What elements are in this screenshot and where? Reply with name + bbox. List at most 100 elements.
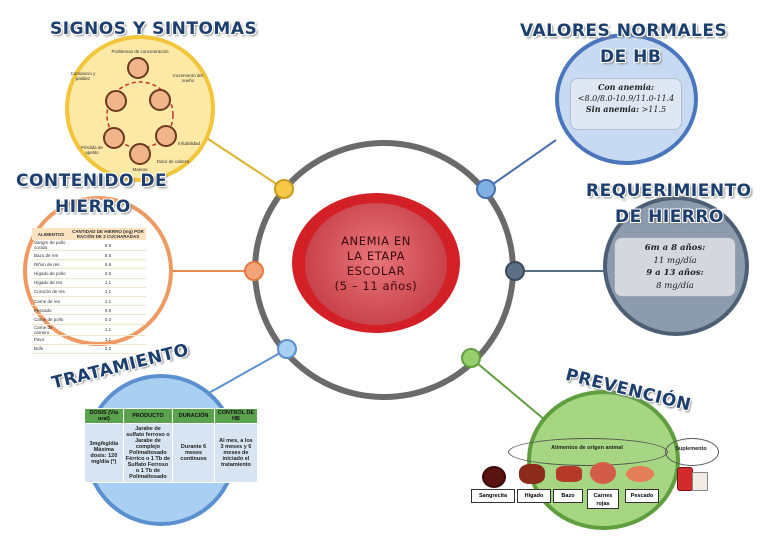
iron-food: Carne de res (32, 296, 70, 307)
requerimiento-panel: 6m a 8 años: 11 mg/día 9 a 13 años: 8 mg… (614, 237, 736, 297)
iron-content-table: ALIMENTOS CANTIDAD DE HIERRO (mg) POR RA… (32, 228, 146, 354)
child-face-icon (103, 127, 125, 149)
node-contenido[interactable] (244, 261, 264, 281)
symptom-label-sueno: Incremento del sueño (173, 73, 203, 83)
requerimiento-heading-line-1: REQUERIMIENTO (586, 181, 752, 201)
suplemento-label: Suplemento (675, 446, 707, 452)
connector-prevencion (470, 357, 546, 421)
connector-tratamiento (199, 348, 288, 399)
symptom-label-concentracion: Problemas de concentración (111, 49, 169, 54)
iron-amount: 0.3 (69, 314, 146, 325)
child-face-icon (127, 57, 149, 79)
child-face-icon (149, 89, 171, 111)
valores-panel: Con anemia: <8.0/8.0-10.9/11.0-11.4 Sin … (570, 78, 682, 130)
child-face-icon (129, 143, 151, 165)
center-core[interactable]: ANEMIA EN LA ETAPA ESCOLAR (5 – 11 años) (305, 203, 447, 325)
iron-amount: 1.1 (69, 278, 146, 288)
valores-heading-line-2: DE HB (600, 47, 662, 67)
suplemento-bottle-icon (677, 467, 693, 491)
treatment-control: Al mes, a los 3 meses y 6 meses de inici… (213, 423, 259, 483)
table-row: 3mg/kg/día Máxima dosis: 120 mg/día (*) … (84, 423, 259, 483)
signos-illustration: Problemas de concentración Cansancio y p… (65, 35, 215, 182)
food-label-carnes: Carnes rojas (587, 489, 619, 509)
iron-col-cantidad: CANTIDAD DE HIERRO (mg) POR RACIÓN DE 2 … (69, 228, 146, 240)
node-tratamiento[interactable] (277, 339, 297, 359)
valores-heading-line-1: VALORES NORMALES (520, 21, 728, 41)
iron-food: Sangre de pollo cocida (32, 240, 70, 251)
symptom-label-irritabilidad: Irritabilidad (177, 141, 200, 146)
iron-amount: 8.5 (69, 250, 146, 261)
connector-valores (485, 139, 557, 190)
iron-food: Pescado (32, 305, 70, 316)
iron-food: Corazón de res (32, 287, 70, 297)
treatment-producto: Jarabe de sulfato ferroso o Jarabe de co… (122, 423, 174, 483)
food-label-higado: Hígado (517, 489, 551, 503)
iron-amount: 1.1 (69, 324, 146, 336)
node-valores[interactable] (476, 179, 496, 199)
node-signos[interactable] (274, 179, 294, 199)
food-higado-image (519, 464, 545, 484)
iron-food: Riñon de res (32, 259, 70, 270)
treatment-duracion: Durante 6 meses continuos (172, 423, 215, 483)
food-pescado-image (626, 466, 654, 482)
treatment-col-producto: PRODUCTO (122, 408, 174, 424)
iron-food: Hígado de pollo (32, 268, 70, 279)
food-sangrecita-image (482, 466, 506, 488)
symptom-label-cefalea: Dolor de cabeza (156, 159, 190, 164)
requerimiento-line-3: 9 a 13 años: (646, 268, 704, 278)
center-title-line-3: ESCOLAR (346, 264, 406, 278)
node-requerimiento[interactable] (505, 261, 525, 281)
requerimiento-line-4: 8 mg/día (656, 280, 694, 291)
iron-food: Pavo (32, 335, 70, 345)
center-title-line-2: LA ETAPA (346, 249, 406, 263)
treatment-dosis: 3mg/kg/día Máxima dosis: 120 mg/día (*) (84, 423, 124, 483)
requerimiento-line-2: 11 mg/día (653, 255, 697, 266)
iron-amount: 1.1 (69, 287, 146, 297)
iron-amount: 2.6 (69, 268, 146, 279)
prevencion-group-label: Alimentos de origen animal (551, 445, 623, 451)
iron-food: Carne de pollo (32, 314, 70, 325)
food-label-bazo: Bazo (553, 489, 583, 503)
signos-heading: SIGNOS Y SINTOMAS (50, 19, 258, 39)
node-prevencion[interactable] (461, 348, 481, 368)
iron-food: Bazo de res (32, 250, 70, 261)
treatment-col-control: CONTROL DE HB (213, 408, 259, 424)
food-label-sangrecita: Sangrecita (471, 489, 515, 503)
symptom-label-mareos: Mareos (132, 167, 148, 172)
center-title-line-1: ANEMIA EN (341, 234, 411, 248)
valores-con-value: <8.0/8.0-10.9/11.0-11.4 (577, 94, 675, 103)
iron-food: Bofe (32, 344, 70, 354)
iron-amount: 2.2 (69, 344, 146, 354)
child-face-icon (155, 125, 177, 147)
iron-amount: 1.1 (69, 335, 146, 345)
food-carnes-image (590, 462, 616, 484)
food-bazo-image (556, 466, 582, 482)
suplemento-ellipse (665, 438, 719, 466)
contenido-heading-line-2: HIERRO (55, 197, 131, 217)
iron-amount: 8.9 (69, 240, 146, 251)
iron-amount: 0.9 (69, 305, 146, 316)
contenido-heading-line-1: CONTENIDO DE (16, 171, 168, 191)
child-face-icon (105, 90, 127, 112)
iron-food: Hígado de res (32, 278, 70, 288)
prevencion-group-ellipse (508, 438, 668, 466)
iron-col-alimentos: ALIMENTOS (32, 228, 70, 240)
valores-sin-label: Sin anemia: (585, 104, 640, 114)
suplemento-box-icon (692, 472, 708, 491)
requerimiento-heading-line-2: DE HIERRO (615, 207, 724, 227)
center-title-line-4: (5 – 11 años) (334, 279, 418, 293)
iron-food: Carne de carnero (32, 324, 70, 336)
requerimiento-line-1: 6m a 8 años: (644, 243, 706, 253)
